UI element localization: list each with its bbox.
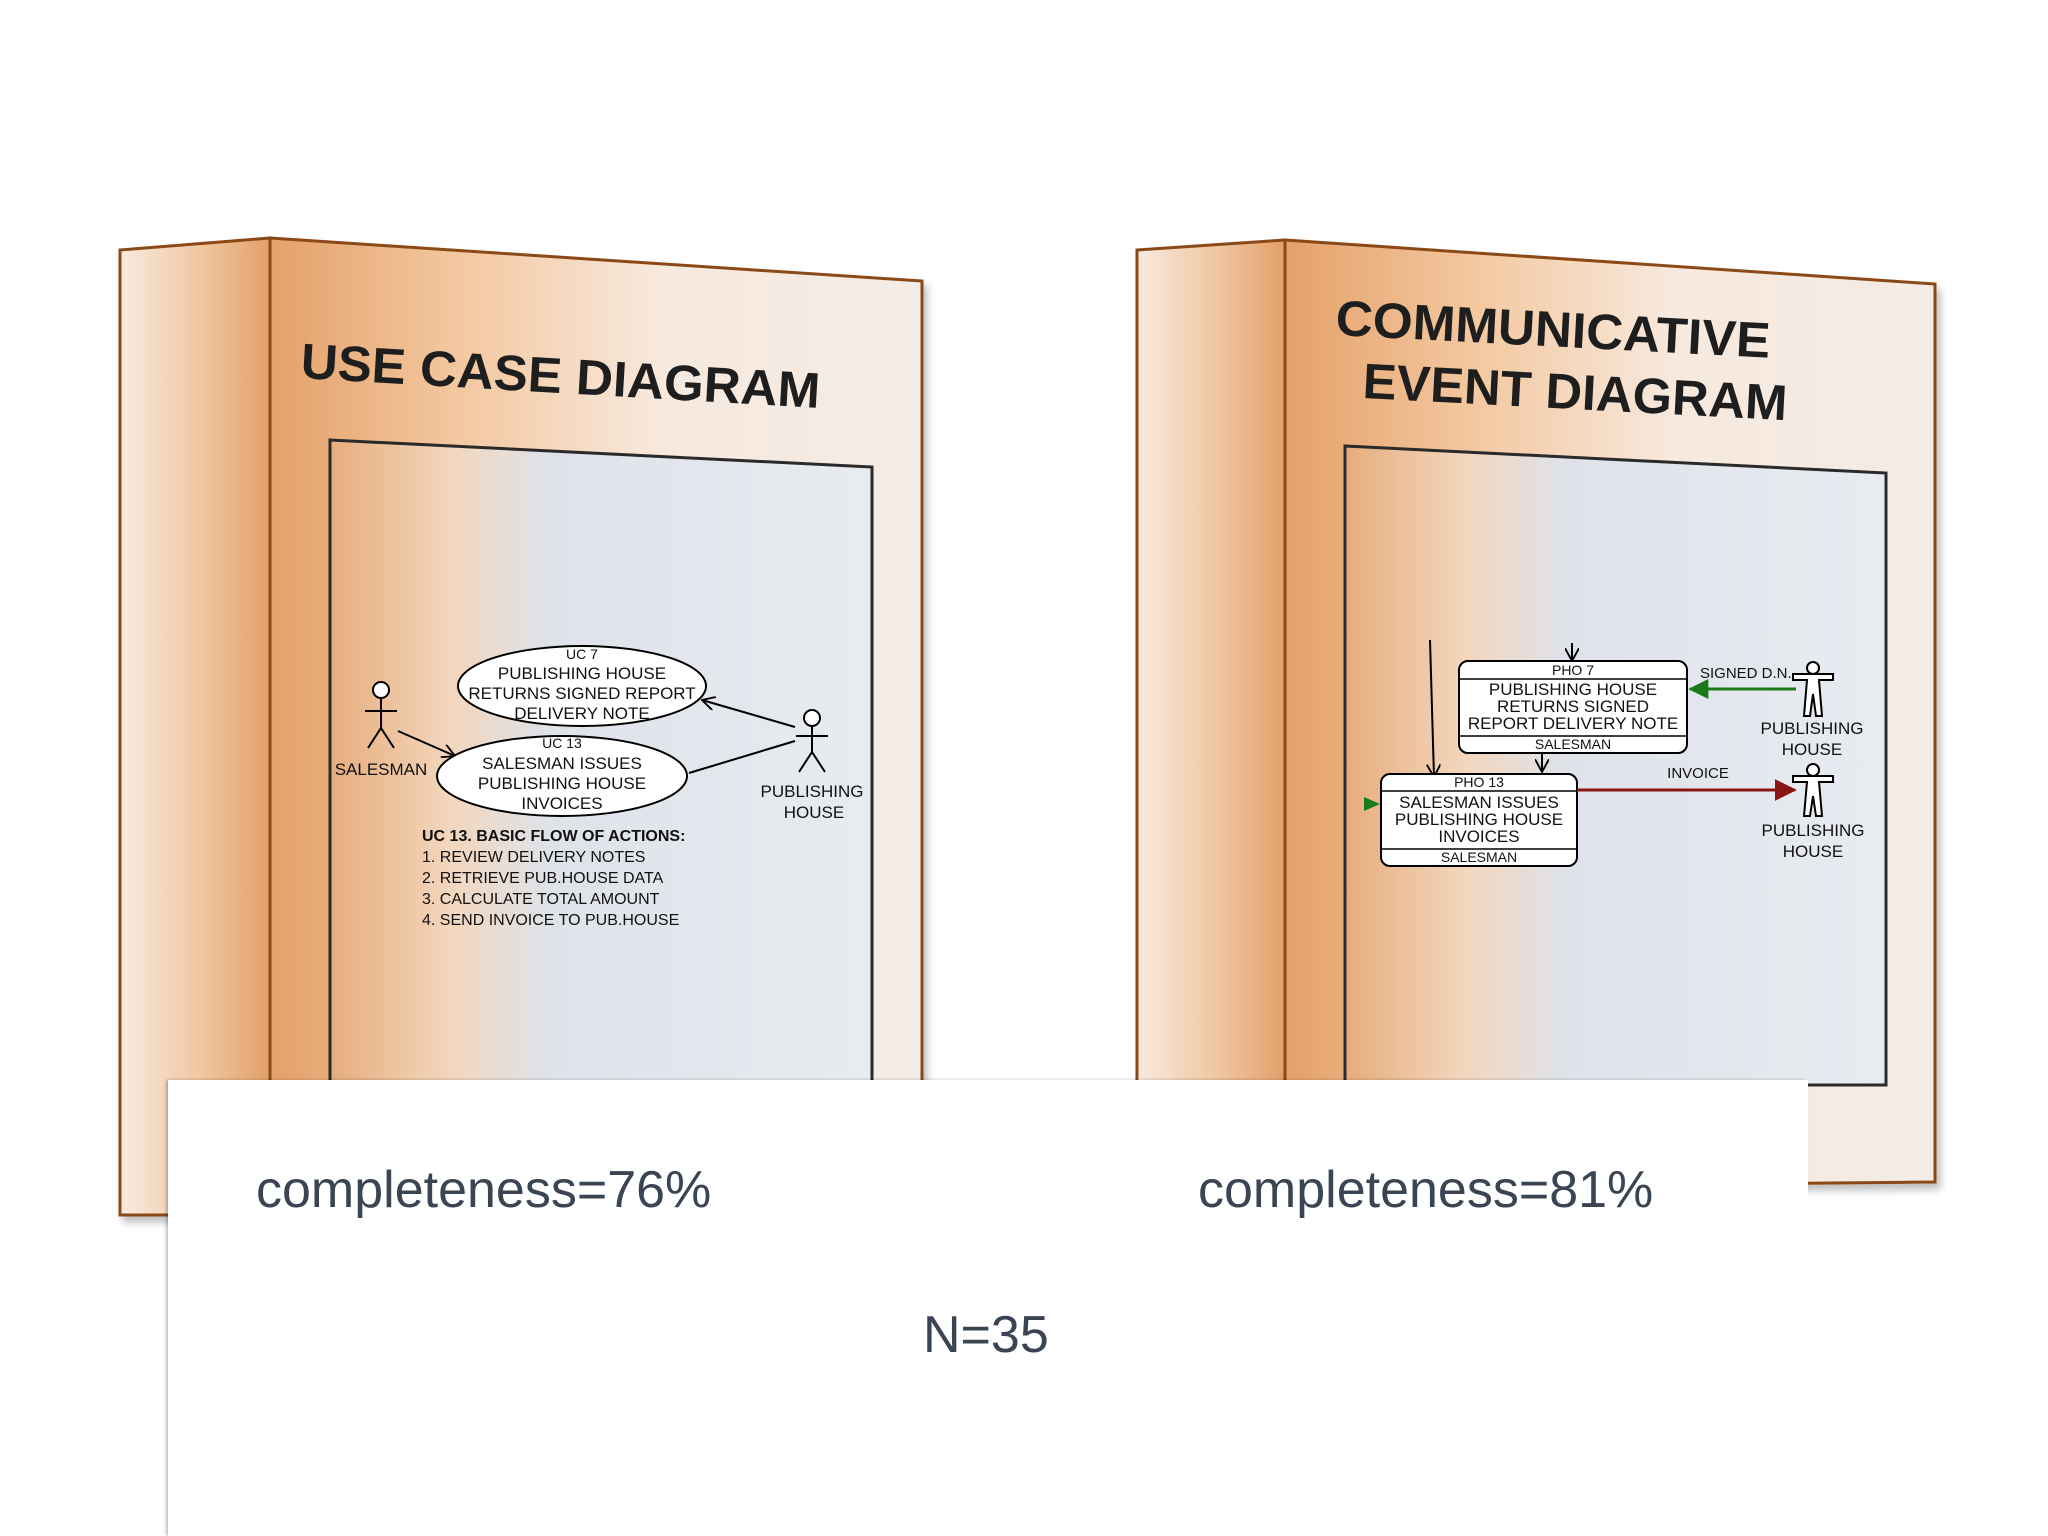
green-start-marker-icon <box>1364 797 1380 811</box>
signed-dn-label: SIGNED D.N. <box>1700 665 1792 682</box>
uc13-line-3: INVOICES <box>521 794 602 813</box>
publishing-house-top-actor-icon <box>1792 661 1834 717</box>
pho13-box <box>1380 773 1578 867</box>
caption-panel: completeness=76% completeness=81% N=35 <box>168 1080 1808 1536</box>
flow-title: UC 13. BASIC FLOW OF ACTIONS: <box>422 828 685 845</box>
publishing-house-top-label-2: HOUSE <box>1782 740 1842 759</box>
pho13-line-2: PUBLISHING HOUSE <box>1395 810 1563 829</box>
uc13-id: UC 13 <box>542 735 582 751</box>
right-binder-spine <box>1135 238 1287 1190</box>
uc7-ellipse <box>457 645 707 727</box>
communicative-event-diagram: PHO 7 PUBLISHING HOUSE RETURNS SIGNED RE… <box>1364 639 1865 867</box>
pho7-line-1: PUBLISHING HOUSE <box>1489 680 1657 699</box>
publishing-house-actor-icon <box>796 709 828 773</box>
uc13-ellipse <box>436 735 688 817</box>
publishing-house-actor-label-1: PUBLISHING <box>761 782 864 801</box>
salesman-actor-label: SALESMAN <box>335 760 428 779</box>
salesman-to-uc13-arrow <box>397 730 455 756</box>
flow-step-3: 3. CALCULATE TOTAL AMOUNT <box>422 891 660 908</box>
uc13-line-2: PUBLISHING HOUSE <box>478 774 646 793</box>
publishing-house-bottom-actor-icon <box>1792 763 1834 817</box>
use-case-diagram: SALESMAN PUBLISHING HOUSE UC 7 PUBLISHIN… <box>335 645 864 929</box>
pho7-box <box>1458 660 1688 754</box>
publishing-house-top-label-1: PUBLISHING <box>1761 719 1864 738</box>
publishing-house-bottom-label-2: HOUSE <box>1783 842 1843 861</box>
completeness-left-label: completeness=76% <box>256 1161 712 1219</box>
pho7-line-3: REPORT DELIVERY NOTE <box>1468 714 1678 733</box>
salesman-actor-icon <box>365 681 397 749</box>
uc7-line-2: RETURNS SIGNED REPORT <box>468 684 695 703</box>
publishing-house-bottom-label-1: PUBLISHING <box>1762 821 1865 840</box>
uc13-to-publishing-line <box>688 740 796 774</box>
uc7-id: UC 7 <box>566 646 598 662</box>
sample-size-label: N=35 <box>923 1306 1049 1364</box>
uc7-line-3: DELIVERY NOTE <box>514 704 649 723</box>
flow-step-2: 2. RETRIEVE PUB.HOUSE DATA <box>422 870 664 887</box>
publishing-house-actor-label-2: HOUSE <box>784 803 844 822</box>
invoice-label: INVOICE <box>1667 765 1729 782</box>
left-binder-spine <box>118 236 272 1217</box>
pho7-id: PHO 7 <box>1552 662 1594 678</box>
uc7-line-1: PUBLISHING HOUSE <box>498 664 666 683</box>
pho13-line-1: SALESMAN ISSUES <box>1399 793 1559 812</box>
incoming-arrow-pho13 <box>1430 639 1434 777</box>
pho13-actor: SALESMAN <box>1441 849 1517 865</box>
completeness-right-label: completeness=81% <box>1198 1161 1654 1219</box>
flow-step-4: 4. SEND INVOICE TO PUB.HOUSE <box>422 912 679 929</box>
flow-step-1: 1. REVIEW DELIVERY NOTES <box>422 849 645 866</box>
pho7-actor: SALESMAN <box>1535 736 1611 752</box>
pho13-line-3: INVOICES <box>1438 827 1519 846</box>
right-inner-panel <box>1343 444 1888 1087</box>
pho7-line-2: RETURNS SIGNED <box>1497 697 1649 716</box>
uc13-line-1: SALESMAN ISSUES <box>482 754 642 773</box>
publishing-to-uc7-arrow <box>702 700 796 728</box>
pho13-id: PHO 13 <box>1454 774 1504 790</box>
